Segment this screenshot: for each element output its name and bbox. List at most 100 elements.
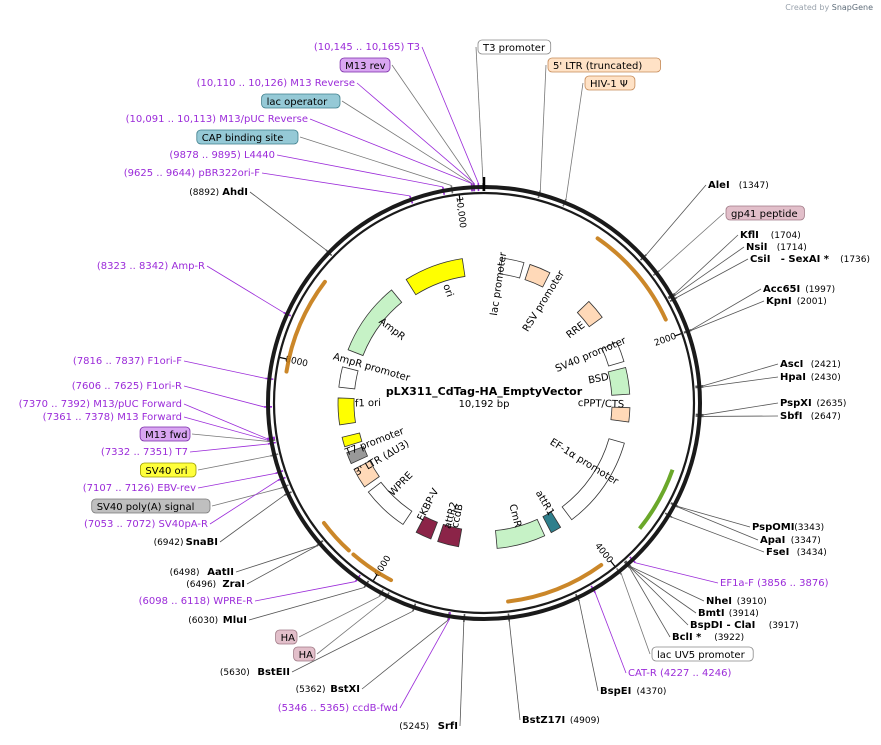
enzyme-position: (6030) bbox=[188, 616, 218, 626]
enzyme-name: BspEI bbox=[600, 686, 631, 697]
orf-arrow bbox=[322, 521, 351, 553]
credit-prefix: Created by bbox=[785, 3, 830, 12]
enzyme-position: (1347) bbox=[739, 181, 769, 191]
ampr-feature bbox=[347, 289, 403, 357]
orf-arrow bbox=[351, 552, 394, 583]
feature-box-label: T3 promoter bbox=[482, 43, 546, 54]
enzyme-position: (3922) bbox=[714, 633, 744, 643]
leader-line bbox=[219, 494, 285, 543]
primer-label: (7370 .. 7392) M13/pUC Forward bbox=[19, 399, 182, 410]
feature-arrows bbox=[284, 236, 675, 604]
leader-line bbox=[249, 191, 327, 251]
enzyme-position: (4909) bbox=[570, 716, 600, 726]
enzyme-position: (1997) bbox=[805, 285, 835, 295]
enzyme-name: BclI * bbox=[672, 632, 702, 643]
enzyme-name: AhdI bbox=[222, 187, 248, 198]
enzyme-position: (6942) bbox=[154, 538, 184, 548]
feature-box bbox=[725, 205, 805, 221]
ruler-tick bbox=[458, 195, 461, 203]
leader-line bbox=[261, 172, 410, 197]
feature-box bbox=[293, 646, 316, 662]
feature-box bbox=[584, 75, 636, 91]
leader-line bbox=[309, 118, 472, 184]
sv40-ori-feature bbox=[341, 432, 363, 448]
rsv-feature bbox=[524, 263, 551, 288]
feature-label: ori bbox=[440, 283, 455, 299]
leader-line bbox=[629, 567, 689, 626]
enzyme-position: (4370) bbox=[637, 687, 667, 697]
enzyme-name: Acc65I bbox=[763, 284, 800, 295]
plasmid-name: pLX311_CdTag-HA_EmptyVector bbox=[386, 385, 583, 398]
enzyme-name: NsiI bbox=[746, 242, 767, 253]
snapgene-credit: Created by SnapGene bbox=[785, 3, 873, 12]
leader-line bbox=[677, 506, 759, 541]
feature-box-label: M13 rev bbox=[345, 61, 386, 72]
leader-line bbox=[703, 376, 779, 388]
leader-line bbox=[594, 592, 627, 674]
leader-line bbox=[183, 385, 265, 408]
primer-label: (5346 .. 5365) ccdB-fwd bbox=[278, 703, 398, 714]
ruler-tick bbox=[674, 333, 682, 337]
enzyme-position: (3917) bbox=[769, 621, 799, 631]
leader-line bbox=[565, 82, 584, 199]
leader-line bbox=[197, 455, 271, 471]
enzyme-name: AatII bbox=[207, 567, 234, 578]
enzyme-position: (2635) bbox=[817, 399, 847, 409]
feature-box bbox=[196, 129, 299, 145]
enzyme-position: (2647) bbox=[811, 412, 841, 422]
polya-feature bbox=[346, 446, 369, 465]
ori-feature bbox=[405, 258, 466, 296]
feature-box-label: M13 fwd bbox=[145, 430, 187, 441]
feature-box-label: lac operator bbox=[267, 97, 328, 108]
primer-label: (10,091 .. 10,113) M13/pUC Reverse bbox=[126, 114, 308, 125]
ltr3-feature bbox=[353, 460, 380, 488]
feature-box-label: SV40 poly(A) signal bbox=[97, 502, 195, 513]
ruler-tick bbox=[279, 356, 287, 360]
feature-label: f1 ori bbox=[355, 398, 381, 410]
lac-promoter-feature bbox=[499, 257, 525, 279]
primer-label: (7053 .. 7072) SV40pA-R bbox=[84, 519, 208, 530]
leader-line bbox=[197, 472, 276, 489]
feature-label: AmpR bbox=[376, 316, 406, 343]
leader-line bbox=[183, 360, 266, 379]
fkbp-feature bbox=[415, 515, 438, 540]
enzyme-position: (3343) bbox=[794, 523, 824, 533]
leader-line bbox=[246, 545, 318, 585]
feature-box bbox=[547, 57, 661, 73]
enzyme-position: (5630) bbox=[220, 668, 250, 678]
rre-feature bbox=[576, 300, 603, 328]
enzyme-name: - ClaI bbox=[727, 620, 756, 631]
leader-line bbox=[621, 574, 651, 655]
enzyme-position: (1736) bbox=[840, 255, 870, 265]
feature-box-label: gp41 peptide bbox=[731, 209, 798, 220]
backbone-inner-strand bbox=[272, 191, 696, 615]
plasmid-length: 10,192 bp bbox=[459, 399, 510, 410]
feature-box-label: 5' LTR (truncated) bbox=[553, 61, 642, 72]
leader-line bbox=[209, 479, 279, 525]
leader-line bbox=[691, 300, 765, 331]
leader-line bbox=[316, 599, 386, 655]
attr1-feature bbox=[542, 511, 562, 534]
leader-line bbox=[677, 506, 751, 528]
feature-box bbox=[339, 57, 391, 73]
primer-label: (6098 .. 6118) WPRE-R bbox=[139, 596, 253, 607]
sv40-promoter-feature bbox=[601, 341, 625, 367]
primer-label: (9625 .. 9644) pBR322ori-F bbox=[124, 168, 260, 179]
leader-line bbox=[361, 619, 449, 690]
leader-line bbox=[578, 601, 599, 692]
leader-lines bbox=[183, 46, 779, 727]
leader-line bbox=[206, 265, 284, 313]
feature-box bbox=[139, 426, 191, 442]
feature-box bbox=[651, 646, 754, 662]
feature-box-label: HA bbox=[281, 633, 296, 644]
enzyme-name: KpnI bbox=[766, 296, 792, 307]
orf-arrow bbox=[506, 563, 604, 604]
feature-label: lac promoter bbox=[489, 251, 509, 317]
enzyme-position: (2430) bbox=[811, 373, 841, 383]
enzyme-position: (8892) bbox=[189, 188, 219, 198]
enzyme-name: HpaI bbox=[780, 372, 806, 383]
ampr-promoter-feature bbox=[338, 366, 359, 390]
leader-line bbox=[291, 610, 414, 673]
